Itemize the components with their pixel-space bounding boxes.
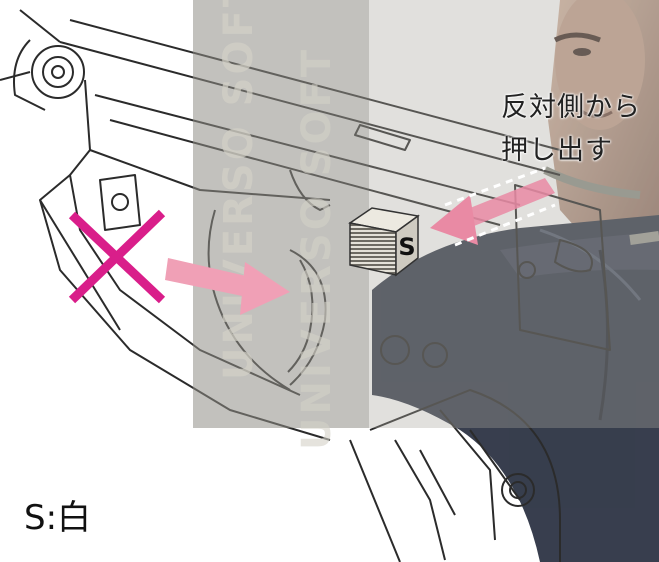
push-arrow [165, 258, 290, 315]
instruction-callout-line1: 反対側から [501, 92, 641, 123]
cross-mark-icon [68, 209, 166, 304]
watermark-text-2: UNIVERSO SOFT [294, 47, 340, 450]
s-part-label: S [398, 233, 415, 261]
part-color-caption: S:白 [24, 498, 92, 538]
overlay-panel-left [193, 0, 369, 428]
overlay-panel-right [369, 0, 659, 428]
watermark-text-1: UNIVERSO SOFT [216, 0, 262, 380]
s-part-block: S [348, 207, 420, 277]
instruction-callout-line2: 押し出す [501, 135, 613, 166]
background-photo [372, 0, 659, 562]
pull-arrow [430, 166, 556, 247]
